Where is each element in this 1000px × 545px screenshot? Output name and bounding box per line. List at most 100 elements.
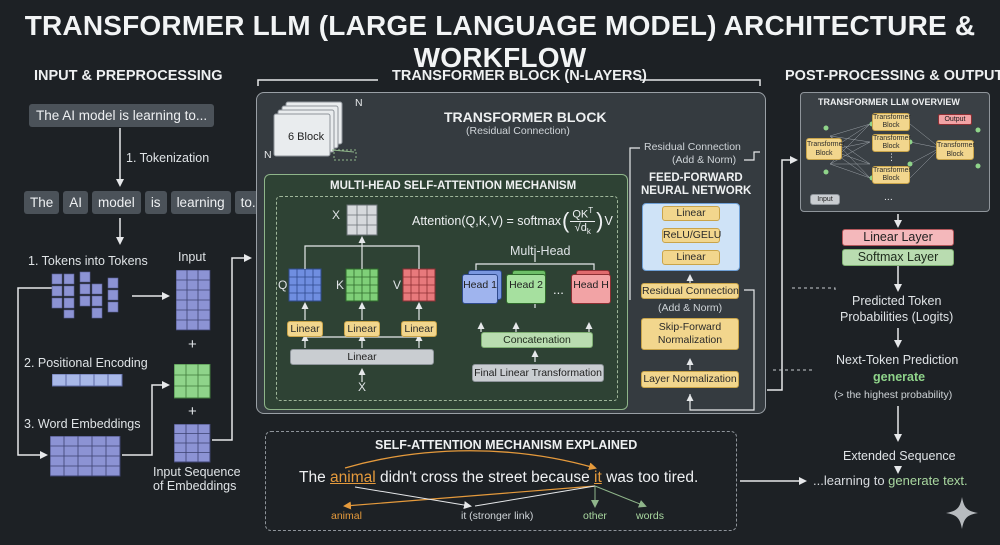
sentence-animal: animal <box>330 469 376 486</box>
formula-numerator: QKT <box>570 206 596 222</box>
stack-n-top: N <box>355 97 363 109</box>
positional-encoding-bar <box>52 374 123 387</box>
x-label-bottom: X <box>358 380 367 394</box>
word-embedding-grid <box>50 436 121 477</box>
overview-dots: ... <box>884 191 893 203</box>
embedding-sequence-grid <box>174 424 211 463</box>
ffn-title-1: FEED-FORWARD <box>649 172 743 184</box>
input-sequence-label-2: of Embeddings <box>153 479 237 493</box>
ffn-relu: ReLU/GELU <box>662 228 722 243</box>
q-label: Q <box>278 278 288 292</box>
sentence-it: it <box>594 469 602 486</box>
token-chip: model <box>92 191 141 214</box>
sentence-post: was too tired. <box>601 469 699 486</box>
add-norm-label: (Add & Norm) <box>658 302 723 314</box>
ffn-linear-2: Linear <box>662 250 720 265</box>
attention-arcs <box>343 450 647 510</box>
mhsa-inner-dashed <box>276 196 618 401</box>
formula-paren-close: ) <box>596 207 604 233</box>
formula-denominator: √dk <box>574 221 591 236</box>
formula-fraction: QKT √dk <box>570 206 596 236</box>
head-1: Head 1 <box>462 274 498 304</box>
linear-bottom: Linear <box>290 349 434 365</box>
linear-q: Linear <box>287 321 323 337</box>
ffn-linear-1: Linear <box>662 206 720 221</box>
overview-output: Output <box>938 114 972 125</box>
section-title-transformer: TRANSFORMER BLOCK (N-LAYERS) <box>392 68 647 84</box>
multi-head-label: Multi-Head <box>510 244 571 258</box>
ffn-section: FEED-FORWARD NEURAL NETWORK <box>641 172 769 274</box>
softmax-layer-box: Softmax Layer <box>842 249 954 266</box>
stack-label: 6 Block <box>288 131 325 143</box>
explained-sentence: The animal didn't cross the street becau… <box>299 469 698 487</box>
block-stack-icon <box>273 101 357 161</box>
final-text-highlight: generate text. <box>888 473 968 488</box>
ffn-title-2: NEURAL NETWORK <box>641 185 752 197</box>
linear-v: Linear <box>401 321 437 337</box>
final-text-prefix: ...learning to <box>813 473 889 488</box>
linear-layer-box: Linear Layer <box>842 229 954 246</box>
step-tokens-into-tokens: 1. Tokens into Tokens <box>28 254 148 268</box>
section-title-output: POST-PROCESSING & OUTPUT <box>785 68 1000 84</box>
formula-v: V <box>604 213 613 228</box>
linear-k: Linear <box>344 321 380 337</box>
final-sequence-text: ...learning to generate text. <box>813 473 968 488</box>
overview-block-1: Transformer Block <box>872 113 911 131</box>
plus-sign-1: + <box>188 336 197 353</box>
concatenation-box: Concatenation <box>481 332 593 348</box>
head-ellipsis: ... <box>553 282 564 297</box>
overview-block-3: Transformer Block <box>872 166 911 184</box>
input-sequence-label-1: Input Sequence <box>153 465 241 479</box>
predicted-line-1: Predicted Token <box>852 294 942 308</box>
step-tokenization: 1. Tokenization <box>126 151 210 165</box>
page-title: TRANSFORMER LLM (LARGE LANGUAGE MODEL) A… <box>24 10 976 73</box>
next-token-label: Next-Token Prediction <box>836 353 959 367</box>
step-word-embeddings: 3. Word Embeddings <box>24 417 141 431</box>
layer-normalization-box: Layer Normalization <box>641 371 739 388</box>
formula-paren-open: ( <box>562 207 570 233</box>
overview-block-left: Transformer Block <box>806 138 845 160</box>
mhsa-title: MULTI-HEAD SELF-ATTENTION MECHANISM <box>330 180 577 192</box>
mhsa-diagram <box>288 204 595 382</box>
arc-label-words: words <box>636 510 665 522</box>
token-chip: AI <box>63 191 89 214</box>
sentence-pre: The <box>299 469 331 486</box>
overview-input: Input <box>810 194 840 205</box>
token-chip: learning <box>170 191 231 214</box>
residual-top-2: (Add & Norm) <box>672 154 737 166</box>
positional-grid <box>174 364 211 399</box>
skip-forward-line1: Skip-Forward <box>658 321 722 333</box>
final-linear-box: Final Linear Transformation <box>472 364 604 382</box>
transformer-block-title: TRANSFORMER BLOCK <box>444 109 607 125</box>
token-chip: The <box>24 191 60 214</box>
arc-label-it: it (stronger link) <box>461 510 534 522</box>
head-2: Head 2 <box>506 274 546 304</box>
overview-vertical-dots: ⋮ <box>887 152 896 162</box>
sentence-mid: didn't cross the street because <box>375 469 595 486</box>
heads-group: Head 1 Head 2 ... <box>462 270 574 310</box>
v-label: V <box>393 278 402 292</box>
step-positional-encoding: 2. Positional Encoding <box>24 356 148 370</box>
explained-panel <box>265 431 737 531</box>
input-grid <box>176 270 211 331</box>
arc-label-animal: animal <box>331 510 362 522</box>
residual-top-1: Residual Connection <box>644 141 741 153</box>
explained-title: SELF-ATTENTION MECHANISM EXPLAINED <box>375 438 638 452</box>
highest-prob-label: (> the highest probability) <box>834 389 953 401</box>
section-title-input: INPUT & PREPROCESSING <box>34 68 223 84</box>
token-row: The AI model is learning to... <box>24 191 270 214</box>
stack-n-left: N <box>264 149 272 161</box>
overview-block-right: Transformer Block <box>936 140 975 160</box>
input-prompt: The AI model is learning to... <box>29 104 215 127</box>
extended-sequence-label: Extended Sequence <box>843 449 956 463</box>
k-label: K <box>336 278 345 292</box>
predicted-line-2: Probabilities (Logits) <box>840 310 954 324</box>
skip-forward-line2: Normalization <box>657 334 723 346</box>
residual-connection-box: Residual Connection <box>641 283 739 299</box>
head-h: Head H <box>571 274 611 304</box>
plus-sign-2: + <box>188 403 197 420</box>
input-label: Input <box>178 250 206 264</box>
attention-formula: Attention(Q,K,V) = softmax ( QKT √dk ) V <box>412 206 613 236</box>
x-label-top: X <box>332 208 341 222</box>
